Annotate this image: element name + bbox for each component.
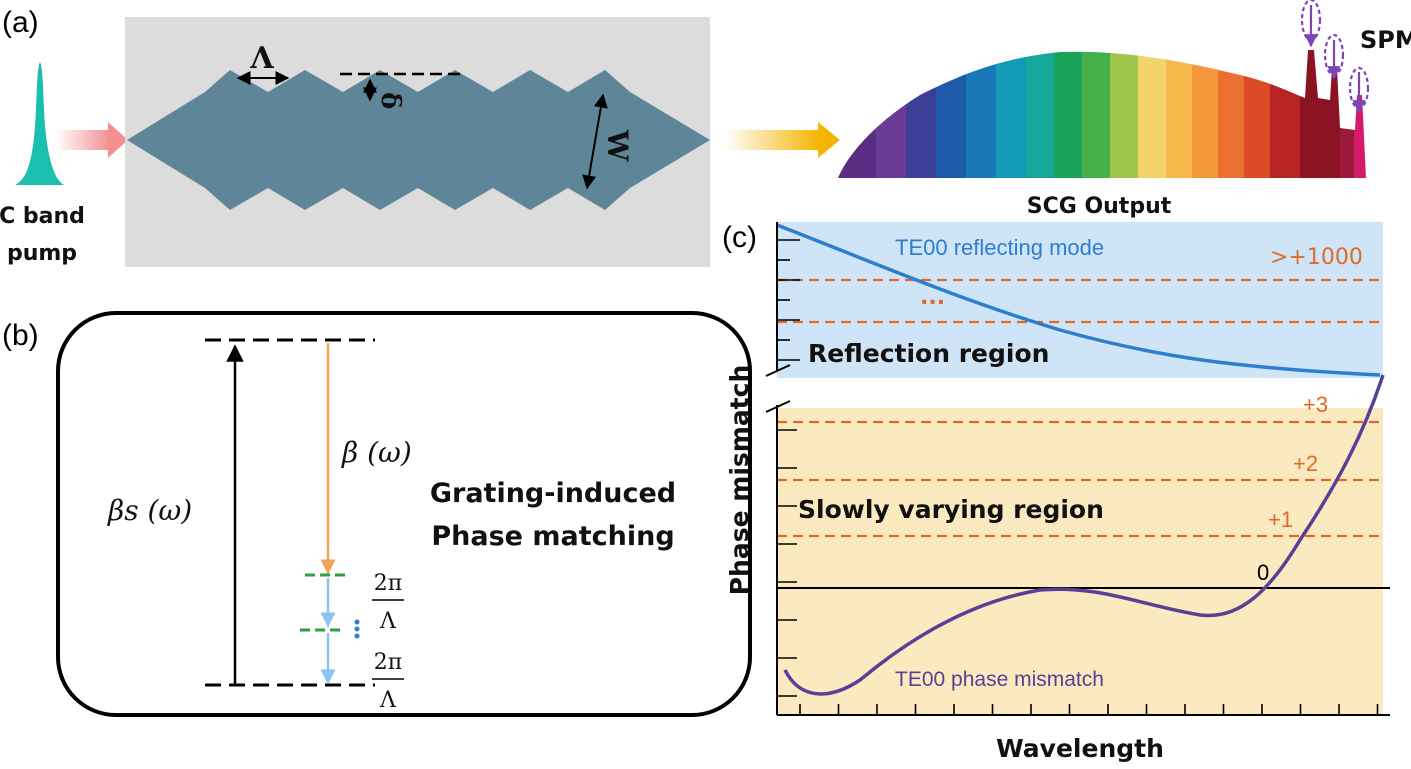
fraction-1-numerator: 2π [374, 571, 402, 596]
panel-b-label: (b) [2, 319, 39, 352]
spm-arrows [1300, 0, 1370, 114]
pump-label-line1: C band [0, 204, 85, 229]
order-label-3: +3 [1303, 392, 1328, 417]
y-axis-label: Phase mismatch [725, 365, 754, 596]
panel-a-label: (a) [2, 6, 39, 39]
x-axis-ticks [799, 704, 1379, 715]
depth-indicator: δ [340, 72, 460, 109]
ellipsis-dots [354, 619, 360, 639]
order-label-2: +2 [1293, 451, 1318, 476]
grating-caption-line1: Grating-induced [430, 478, 676, 509]
pump-arrow-icon [55, 122, 128, 158]
phase-matching-box [56, 311, 752, 717]
panel-c-label: (c) [722, 221, 757, 254]
output-arrow-icon [725, 122, 840, 158]
y-axis [765, 222, 791, 715]
pump-label-line2: pump [7, 241, 77, 266]
x-axis-label: Wavelength [996, 734, 1164, 763]
fraction-1-denominator: Λ [379, 609, 397, 634]
fraction-2-numerator: 2π [374, 650, 402, 675]
grating-waveguide [127, 70, 710, 210]
pump-pulse-icon [15, 62, 64, 185]
order-label-1: +1 [1268, 507, 1293, 532]
order-lines [777, 278, 1383, 538]
period-symbol: Λ [249, 41, 274, 76]
reflection-region-label: Reflection region [808, 339, 1049, 368]
period-indicator: Λ [236, 41, 290, 85]
reflecting-mode-curve [776, 223, 1381, 377]
phase-mismatch-curve [783, 374, 1385, 696]
reflection-region-bg [777, 222, 1383, 378]
mismatch-curve-label: TE00 phase mismatch [895, 668, 1104, 691]
ellipsis-label: ... [920, 285, 945, 310]
fraction-2-denominator: Λ [379, 688, 397, 713]
depth-symbol: δ [375, 92, 405, 109]
zero-label: 0 [1257, 560, 1269, 585]
spm-label: SPM [1360, 26, 1411, 54]
y-axis-ticks [777, 239, 800, 697]
width-symbol: W [601, 129, 634, 162]
scg-spectrum [838, 50, 1366, 178]
width-indicator: W [582, 93, 634, 190]
reflecting-mode-label: TE00 reflecting mode [895, 235, 1104, 260]
beta-label: β (ω) [341, 436, 412, 469]
high-order-label: >+1000 [1270, 245, 1363, 270]
beta-s-label: βs (ω) [107, 494, 192, 527]
slow-region-label: Slowly varying region [798, 495, 1104, 524]
scg-output-label: SCG Output [1027, 194, 1172, 219]
grating-caption-line2: Phase matching [431, 521, 674, 552]
